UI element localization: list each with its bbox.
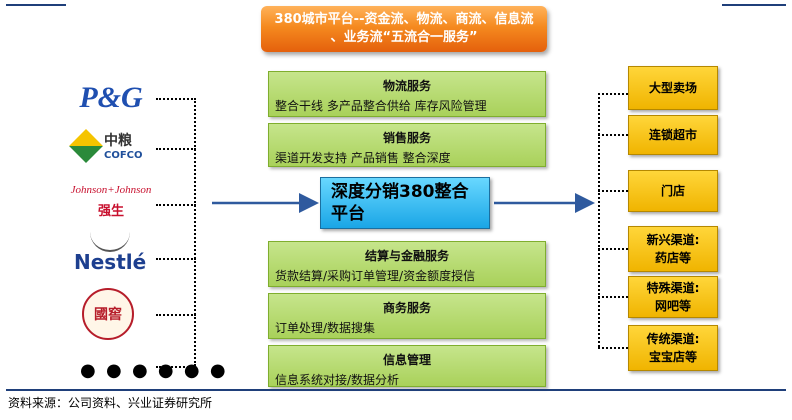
right-bracket-line [598,93,600,347]
cofco-en: COFCO [104,150,143,161]
channel-label: 大型卖场 [648,81,697,95]
service-business: 商务服务 订单处理/数据搜集 [268,293,546,339]
banner-line-1: 380城市平台--资金流、物流、商流、信息流 [274,12,534,27]
service-title: 结算与金融服务 [364,249,449,263]
service-title: 信息管理 [382,353,431,367]
banner-line-2: 、业务流“五流合一服务” [330,30,478,45]
right-tick-3 [598,190,628,192]
service-logistics: 物流服务 整合干线 多产品整合供给 库存风险管理 [268,71,546,117]
source-note: 资料来源：公司资料、兴业证券研究所 [8,396,213,410]
nestle-logo: Nestlé [68,228,154,280]
guojiao-seal-icon [82,288,134,340]
more-dots: ● ● ● ● ● ● [80,360,228,381]
nest-icon [90,230,130,252]
service-title: 销售服务 [382,131,431,145]
channel-label-1: 特殊渠道: [646,281,700,295]
channel-label-2: 药店等 [654,251,691,265]
cofco-cn: 中粮 [104,133,132,149]
johnson-logo: Johnson+Johnson 强生 [68,184,154,224]
johnson-cn: 强生 [97,204,124,219]
johnson-en: Johnson+Johnson [70,184,152,196]
guojiao-logo: 國窖 [68,288,154,342]
right-tick-1 [598,93,628,95]
channel-supermarket: 连锁超市 [628,115,718,155]
left-tick-5 [156,314,196,316]
service-desc: 信息系统对接/数据分析 [275,373,400,387]
center-line-2: 平台 [331,204,365,224]
top-rule-left [6,4,66,6]
channel-label: 门店 [660,184,685,198]
nestle-name: Nestlé [74,250,147,274]
guojiao-text: 國窖 [94,307,122,323]
service-info: 信息管理 信息系统对接/数据分析 [268,345,546,387]
channel-special: 特殊渠道: 网吧等 [628,276,718,318]
service-settlement: 结算与金融服务 货款结算/采购订单管理/资金额度授信 [268,241,546,287]
center-platform: 深度分销380整合 平台 [320,177,490,229]
channel-traditional: 传统渠道: 宝宝店等 [628,325,718,371]
right-tick-2 [598,134,628,136]
channel-label-2: 宝宝店等 [648,350,697,364]
channel-label: 连锁超市 [648,128,697,142]
bottom-rule [6,389,786,391]
channel-label-1: 传统渠道: [646,332,700,346]
left-tick-4 [156,258,196,260]
right-tick-5 [598,296,628,298]
left-tick-3 [156,204,196,206]
top-rule-right [722,4,786,6]
channel-label-2: 网吧等 [654,299,691,313]
channel-label-1: 新兴渠道: [646,233,700,247]
center-line-1: 深度分销380整合 [331,182,469,202]
left-tick-6 [156,366,196,368]
service-desc: 渠道开发支持 产品销售 整合深度 [275,151,451,165]
cofco-logo: 中粮 COFCO [68,126,154,174]
right-tick-6 [598,347,628,349]
service-desc: 订单处理/数据搜集 [275,321,376,335]
channel-store: 门店 [628,170,718,212]
service-title: 物流服务 [382,79,431,93]
service-title: 商务服务 [382,301,431,315]
pg-logo: P&G [79,81,143,114]
channel-hypermarket: 大型卖场 [628,66,718,110]
platform-banner: 380城市平台--资金流、物流、商流、信息流 、业务流“五流合一服务” [261,6,547,52]
right-tick-4 [598,248,628,250]
service-desc: 货款结算/采购订单管理/资金额度授信 [275,269,476,283]
service-sales: 销售服务 渠道开发支持 产品销售 整合深度 [268,123,546,167]
service-desc: 整合干线 多产品整合供给 库存风险管理 [275,99,487,113]
left-bracket-line [194,98,196,366]
channel-emerging: 新兴渠道: 药店等 [628,226,718,272]
left-tick-1 [156,98,196,100]
left-tick-2 [156,148,196,150]
